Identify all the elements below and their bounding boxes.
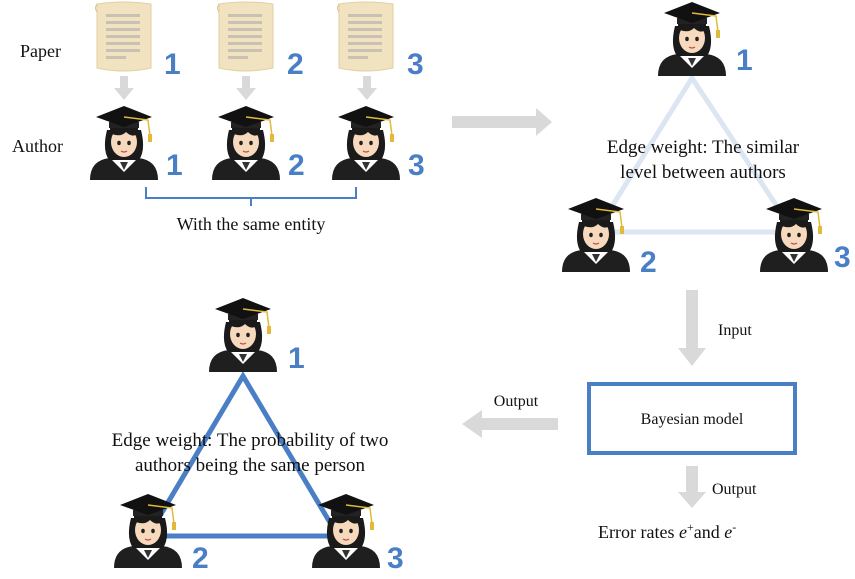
error-rates-prefix: Error rates <box>598 522 679 542</box>
down-arrow-1 <box>114 76 134 100</box>
paper-doc-icon-2 <box>217 1 274 72</box>
down-arrow-3 <box>357 76 377 100</box>
author-row-label: Author <box>12 136 63 156</box>
author-icon-1 <box>89 105 159 181</box>
author-number-2: 2 <box>288 149 305 182</box>
probability-node-number-1: 1 <box>288 342 305 375</box>
probability-edge-caption-line2: authors being the same person <box>135 455 366 476</box>
probability-edge-caption-line1: Edge weight: The probability of two <box>112 430 389 451</box>
similarity-node-number-3: 3 <box>834 241 851 274</box>
probability-node-number-3: 3 <box>387 542 404 575</box>
similarity-graph-edges <box>591 73 799 235</box>
error-sup-plus: + <box>687 520 694 534</box>
down-arrow-2 <box>236 76 256 100</box>
output-down-label: Output <box>712 481 757 498</box>
paper-to-author-arrows <box>114 76 377 100</box>
probability-node-icon-2 <box>113 493 183 569</box>
similarity-node-icon-3 <box>759 197 829 273</box>
right-arrow <box>452 108 552 136</box>
output-left-arrow <box>462 410 558 438</box>
error-rates-text: Error rates e+and e- <box>598 520 736 542</box>
author-icon-3 <box>331 105 401 181</box>
similarity-node-number-1: 1 <box>736 44 753 77</box>
error-e-plus: e <box>679 522 687 542</box>
output-left-label: Output <box>494 393 539 410</box>
author-icon-2 <box>211 105 281 181</box>
author-number-3: 3 <box>408 149 425 182</box>
paper-row-label: Paper <box>20 41 61 61</box>
error-and: and <box>694 522 725 542</box>
probability-node-icon-3 <box>311 493 381 569</box>
input-arrow <box>678 290 706 366</box>
similarity-node-number-2: 2 <box>640 246 657 279</box>
similarity-edge-caption-line1: Edge weight: The similar <box>607 137 800 158</box>
bayesian-model-label: Bayesian model <box>641 411 744 428</box>
similarity-edge-caption-line2: level between authors <box>620 162 786 183</box>
paper-doc-icon-1 <box>95 1 152 72</box>
author-number-1: 1 <box>166 149 183 182</box>
similarity-node-icon-1 <box>657 1 727 77</box>
same-entity-caption: With the same entity <box>177 214 326 234</box>
input-label: Input <box>718 322 752 339</box>
probability-graph-edges <box>143 371 343 539</box>
error-sup-minus: - <box>732 520 736 534</box>
probability-node-icon-1 <box>208 297 278 373</box>
paper-number-2: 2 <box>287 48 304 81</box>
paper-number-3: 3 <box>407 48 424 81</box>
probability-node-number-2: 2 <box>192 542 209 575</box>
paper-number-1: 1 <box>164 48 181 81</box>
output-down-arrow <box>678 466 706 508</box>
same-entity-bracket <box>145 187 357 206</box>
error-e-minus: e <box>724 522 732 542</box>
paper-doc-icon-3 <box>337 1 394 72</box>
bayesian-model-box <box>587 382 797 455</box>
similarity-node-icon-2 <box>561 197 631 273</box>
